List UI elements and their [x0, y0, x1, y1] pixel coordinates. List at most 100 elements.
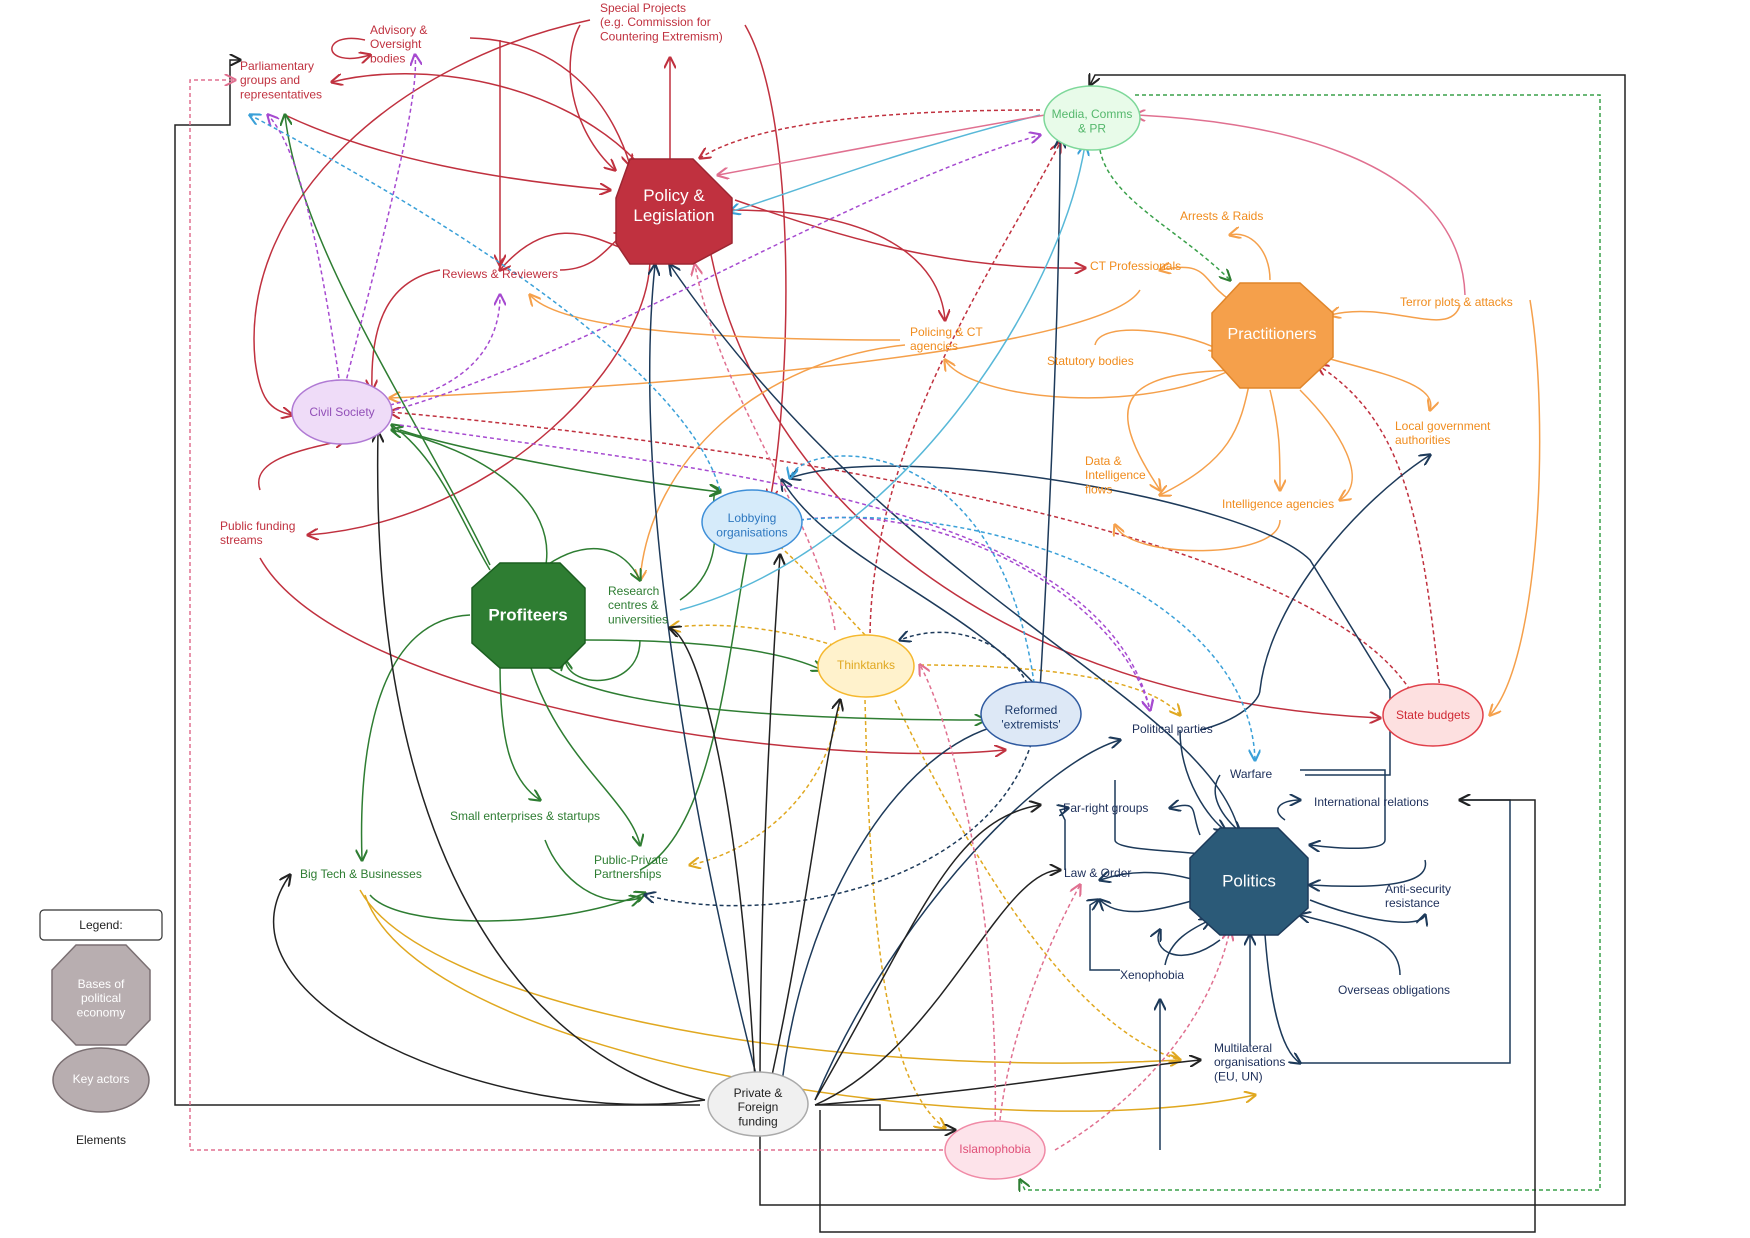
edge-statutory-prac	[1094, 329, 1220, 350]
actor-civil[interactable]: Civil Society	[291, 379, 393, 445]
edge-xeno-politics	[1164, 920, 1210, 966]
label-law-order[interactable]: Law & Order	[1064, 866, 1131, 880]
actor-state-budgets-label: State budgets	[1396, 708, 1470, 722]
edge-media-policy-pink	[718, 114, 1046, 175]
edge-media-policy-blue	[730, 114, 1041, 212]
hub-policy-shape	[615, 158, 733, 265]
label-xenophobia[interactable]: Xenophobia	[1120, 968, 1184, 982]
edge-profit-small	[499, 664, 540, 800]
edge-funding-think	[769, 700, 840, 1086]
edge-policy-parliamentary	[332, 73, 641, 166]
legend-title-box	[39, 909, 163, 941]
actor-reformed-shape	[980, 681, 1082, 747]
hub-profiteers[interactable]: Profiteers	[471, 562, 586, 669]
edge-funding-parties	[814, 740, 1120, 1101]
edge-prac-policing	[945, 360, 1251, 399]
label-warfare[interactable]: Warfare	[1230, 767, 1273, 781]
hub-policy[interactable]: Policy &Legislation	[615, 158, 733, 265]
edge-think-ppp	[690, 699, 841, 865]
edge-funding-law	[814, 870, 1060, 1106]
edge-profit-think	[584, 639, 822, 670]
edge-publicfunding-civil	[257, 440, 345, 491]
label-statutory[interactable]: Statutory bodies	[1047, 354, 1134, 368]
label-political-parties[interactable]: Political parties	[1132, 722, 1213, 736]
edge-law-farright	[1060, 808, 1068, 870]
hub-politics[interactable]: Politics	[1189, 827, 1309, 936]
label-far-right[interactable]: Far-right groups	[1063, 801, 1148, 815]
actor-funding-shape	[707, 1071, 809, 1137]
hub-policy-label: Policy &Legislation	[633, 186, 714, 225]
edge-think-policy	[695, 265, 836, 631]
edge-policing-reviews	[530, 295, 901, 341]
label-small-ent[interactable]: Small enterprises & startups	[450, 809, 600, 823]
edge-civil-advisory	[344, 55, 415, 386]
edge-think-lobby	[760, 530, 871, 641]
edge-research-profit	[565, 639, 641, 682]
edge-lobby-parliamentary	[250, 115, 721, 491]
edge-terror-media	[1135, 115, 1466, 296]
edge-media-islam	[1020, 94, 1601, 1190]
edge-bigtech-multilateral	[359, 889, 1180, 1063]
edge-bigtech-ppp	[369, 893, 645, 922]
edge-intl-lobby	[790, 465, 1391, 776]
label-big-tech[interactable]: Big Tech & Businesses	[300, 867, 422, 881]
actor-state-budgets[interactable]: State budgets	[1382, 683, 1484, 747]
edge-ppp-lobby	[639, 530, 752, 871]
edge-media-policy	[700, 109, 1041, 158]
label-intl-rel[interactable]: International relations	[1314, 795, 1429, 809]
edges	[174, 19, 1626, 1233]
edge-lobby-parties	[799, 516, 1150, 710]
edge-think-multilateral	[894, 699, 1180, 1060]
edge-politics-farright	[1170, 805, 1201, 836]
edge-policy-statebudgets	[709, 249, 1380, 718]
actor-reformed[interactable]: Reformed'extremists'	[980, 681, 1082, 747]
edge-terror-prac	[1330, 304, 1461, 321]
edge-prac-ctprof	[1160, 267, 1231, 301]
label-intel-agencies[interactable]: Intelligence agencies	[1222, 497, 1334, 511]
edge-policing-research	[640, 344, 906, 580]
edge-terror-state	[1490, 299, 1541, 715]
actor-civil-label: Civil Society	[309, 405, 374, 419]
edge-profit-reformed	[544, 664, 985, 720]
edge-civil-media	[394, 135, 1040, 411]
actor-thinktanks[interactable]: Thinktanks	[817, 634, 915, 698]
label-terror[interactable]: Terror plots & attacks	[1400, 295, 1513, 309]
label-ct-prof[interactable]: CT Professionals	[1090, 259, 1181, 273]
actor-media-shape	[1043, 85, 1141, 151]
edge-funding-policy	[650, 265, 761, 1091]
actor-lobbying-shape	[701, 489, 803, 555]
actor-islamophobia[interactable]: Islamophobia	[944, 1120, 1046, 1180]
label-reviews[interactable]: Reviews & Reviewers	[442, 267, 558, 281]
edge-research-media	[679, 145, 1085, 611]
edge-lobby-warfare	[799, 516, 1255, 760]
label-overseas[interactable]: Overseas obligations	[1338, 983, 1450, 997]
actor-islamophobia-shape	[944, 1120, 1046, 1180]
label-arrests[interactable]: Arrests & Raids	[1180, 209, 1263, 223]
edge-funding-farright	[814, 805, 1040, 1101]
hub-practitioners[interactable]: Practitioners	[1211, 282, 1334, 389]
actor-islamophobia-label: Islamophobia	[959, 1142, 1031, 1156]
actor-media[interactable]: Media, Comms& PR	[1043, 85, 1141, 151]
edge-funding-civil	[378, 432, 706, 1101]
legend-key-actors-shape	[52, 1047, 150, 1113]
edge-parties-localgov	[1199, 455, 1430, 731]
edge-islam-law	[999, 885, 1080, 1121]
hub-practitioners-shape	[1211, 282, 1334, 389]
edge-prac-data	[1126, 369, 1251, 490]
hub-profiteers-label: Profiteers	[488, 605, 567, 624]
